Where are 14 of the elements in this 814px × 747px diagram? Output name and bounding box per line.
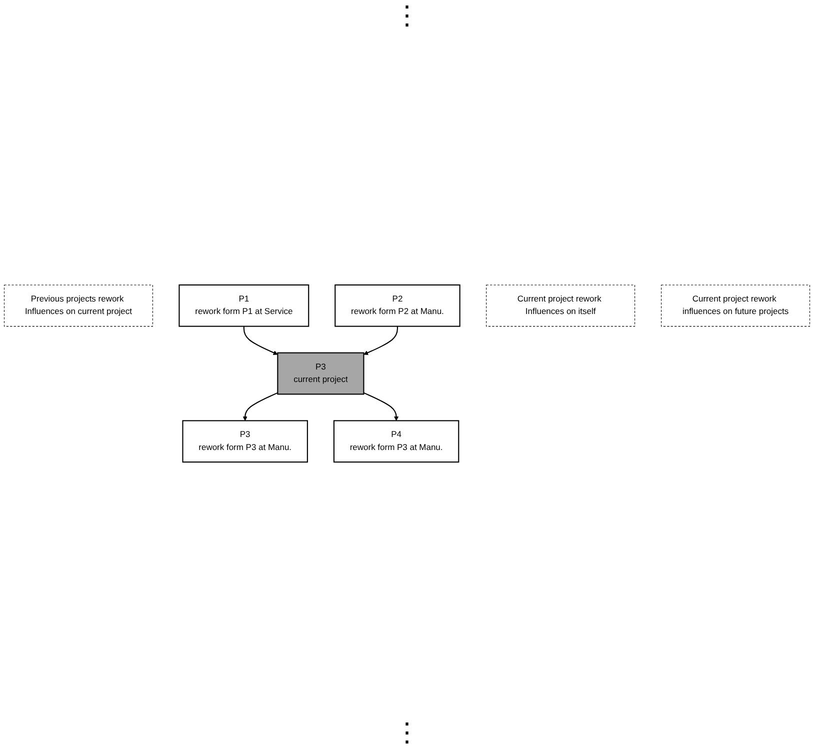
node-box: P2 rework form P2 at Manu. [334, 284, 460, 327]
node-box: Current project rework influences on future projects [661, 284, 810, 327]
arrow [242, 392, 278, 421]
node-box: P1 rework form P1 at Service [178, 284, 310, 327]
ellipsis-mark: ⋮ [394, 0, 420, 30]
node-box: P3 current project [277, 352, 364, 395]
arrow [243, 326, 278, 355]
node-box: P3 rework form P3 at Manu. [182, 420, 308, 463]
node-box: Previous projects rework Influences on current project [4, 284, 153, 327]
arrow [364, 392, 399, 421]
node-box: Current project rework Influences on itself [486, 284, 636, 327]
arrow [364, 326, 398, 355]
node-box: P4 rework form P3 at Manu. [333, 420, 460, 463]
ellipsis-mark: ⋮ [394, 717, 420, 747]
